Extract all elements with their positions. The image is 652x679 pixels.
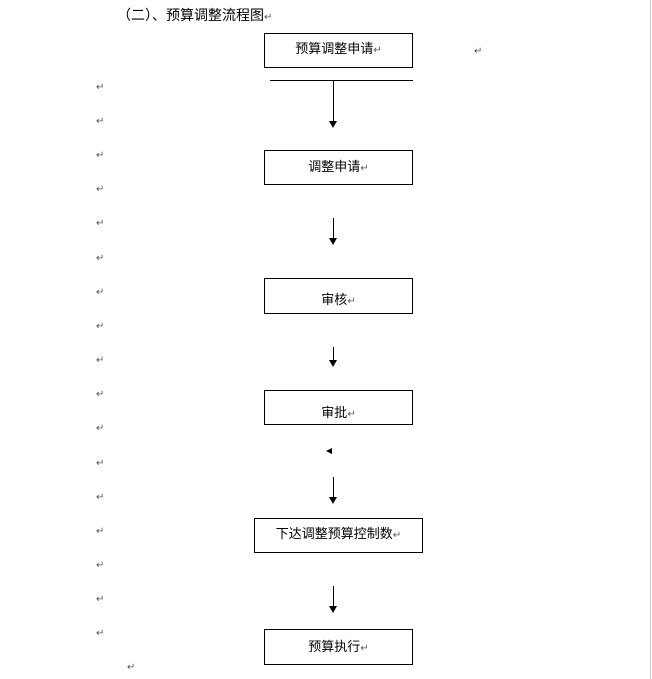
flow-arrow-down [329, 586, 338, 613]
paragraph-mark: ↵ [96, 458, 105, 469]
paragraph-mark: ↵ [96, 116, 105, 127]
flow-step-label: 预算调整申请 [295, 42, 374, 57]
flow-step-review: 审核↵ [264, 278, 413, 314]
paragraph-mark: ↵ [96, 321, 105, 332]
paragraph-mark: ↵ [96, 218, 105, 229]
flow-step-label: 调整申请 [308, 160, 361, 175]
paragraph-mark: ↵ [96, 253, 105, 264]
paragraph-mark: ↵ [360, 643, 369, 654]
flow-step-execution: 预算执行↵ [264, 629, 413, 665]
paragraph-mark: ↵ [392, 530, 402, 541]
paragraph-mark: ↵ [96, 492, 105, 503]
flow-arrow-down [329, 81, 338, 128]
flow-step-label: 预算执行 [308, 640, 361, 655]
paragraph-mark: ↵ [96, 526, 105, 537]
flow-step-label: 审核 [321, 293, 348, 308]
flow-step-adjustment-application: 预算调整申请↵ [264, 33, 413, 68]
paragraph-mark: ↵ [96, 184, 105, 195]
paragraph-mark: ↵ [96, 594, 105, 605]
paragraph-mark: ↵ [96, 628, 105, 639]
paragraph-mark: ↵ [96, 389, 105, 400]
flow-step-approval: 审批↵ [264, 390, 413, 425]
flow-arrow-down [329, 347, 338, 367]
page-edge [650, 0, 651, 679]
flow-step-label: 下达调整预算控制数 [275, 527, 393, 542]
paragraph-mark: ↵ [474, 46, 483, 57]
paragraph-mark: ↵ [347, 296, 356, 307]
paragraph-mark: ↵ [96, 287, 105, 298]
paragraph-mark: ↵ [96, 560, 105, 571]
stray-arrowhead [326, 448, 332, 454]
paragraph-mark: ↵ [96, 355, 105, 366]
flow-step-application: 调整申请↵ [264, 150, 413, 185]
section-heading: （二）、预算调整流程图↵ [117, 6, 272, 28]
flow-step-label: 审批 [321, 406, 348, 421]
paragraph-mark: ↵ [373, 45, 382, 56]
paragraph-mark: ↵ [127, 662, 136, 673]
paragraph-mark: ↵ [96, 423, 105, 434]
flow-step-issue-control-figures: 下达调整预算控制数↵ [254, 518, 423, 553]
paragraph-mark: ↵ [264, 12, 273, 23]
connector-line [270, 80, 413, 81]
paragraph-mark: ↵ [96, 82, 105, 93]
heading-text: （二）、预算调整流程图 [117, 8, 264, 24]
paragraph-mark: ↵ [347, 409, 356, 420]
flow-arrow-down [329, 477, 338, 504]
paragraph-mark: ↵ [96, 150, 105, 161]
paragraph-mark: ↵ [360, 163, 369, 174]
flow-arrow-down [329, 218, 338, 245]
